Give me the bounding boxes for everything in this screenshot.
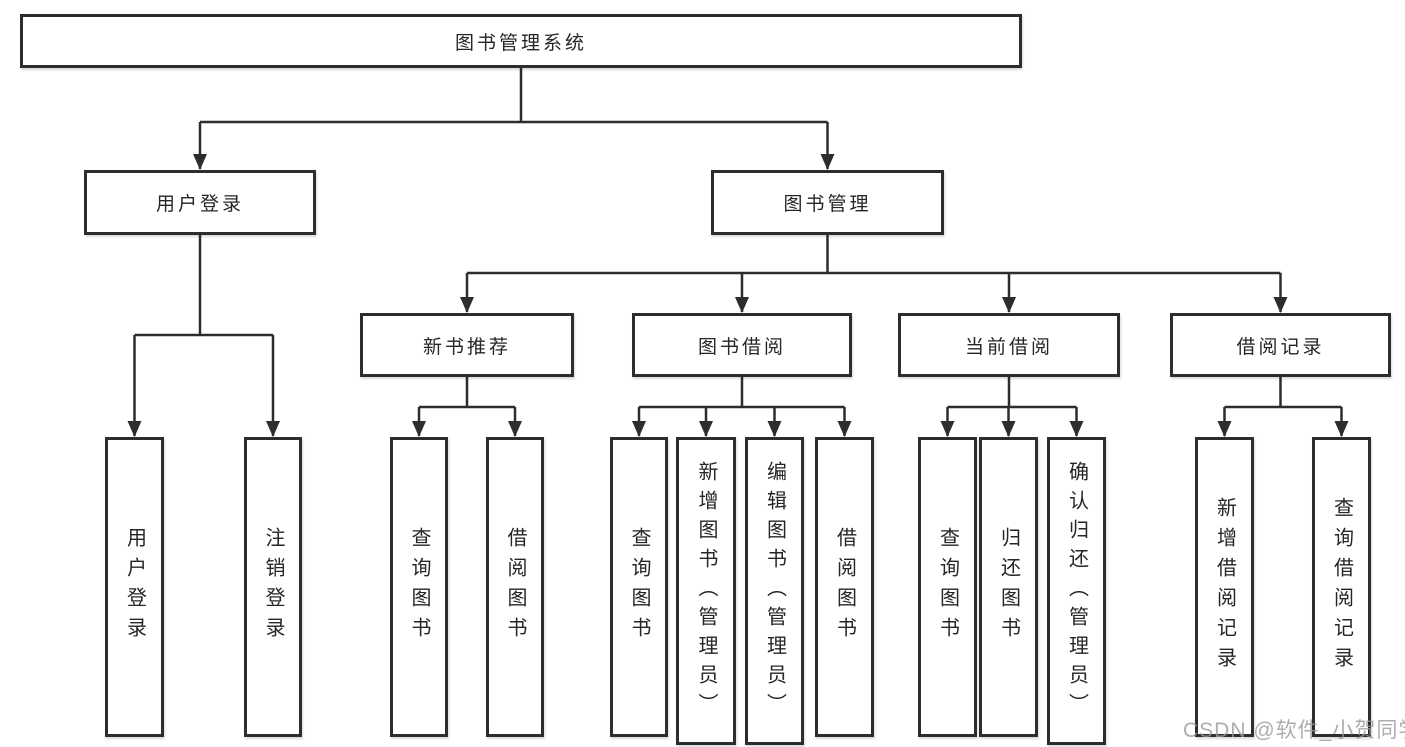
node-leaf-confirm-return-admin: 确认归还（管理员） xyxy=(1047,437,1106,745)
node-label: 新增图书（管理员） xyxy=(695,460,717,722)
node-leaf-query-books-recommend: 查询图书 xyxy=(390,437,448,737)
node-leaf-logout: 注销登录 xyxy=(244,437,302,737)
node-label: 用户登录 xyxy=(155,194,244,215)
node-leaf-return-books: 归还图书 xyxy=(979,437,1038,737)
node-label: 借阅记录 xyxy=(1236,336,1325,358)
node-label: 图书管理 xyxy=(783,194,872,215)
node-leaf-edit-book-admin: 编辑图书（管理员） xyxy=(745,437,804,745)
node-label: 图书管理系统 xyxy=(454,32,587,54)
node-label: 归还图书 xyxy=(997,527,1020,647)
node-book-management-module: 图书管理 xyxy=(711,170,944,235)
node-label: 注销登录 xyxy=(262,527,284,647)
node-new-book-recommendation: 新书推荐 xyxy=(360,313,574,377)
node-leaf-add-book-admin: 新增图书（管理员） xyxy=(676,437,736,745)
node-leaf-borrow-books-recommend: 借阅图书 xyxy=(486,437,544,737)
node-label: 当前借阅 xyxy=(964,336,1053,358)
node-label: 新书推荐 xyxy=(422,336,511,358)
node-label: 查询借阅记录 xyxy=(1330,497,1353,677)
node-label: 新增借阅记录 xyxy=(1213,497,1236,677)
node-current-borrowing: 当前借阅 xyxy=(898,313,1120,377)
node-label: 借阅图书 xyxy=(833,527,856,647)
node-label: 查询图书 xyxy=(936,527,959,647)
node-leaf-borrow-books: 借阅图书 xyxy=(815,437,874,737)
node-leaf-query-books-borrowing: 查询图书 xyxy=(610,437,668,737)
node-leaf-user-login: 用户登录 xyxy=(105,437,164,737)
node-leaf-add-borrow-record: 新增借阅记录 xyxy=(1195,437,1254,737)
node-label: 确认归还（管理员） xyxy=(1065,460,1088,722)
node-leaf-query-books-current: 查询图书 xyxy=(918,437,977,737)
node-book-borrowing: 图书借阅 xyxy=(632,313,852,377)
node-borrowing-records: 借阅记录 xyxy=(1170,313,1391,377)
node-leaf-query-borrow-record: 查询借阅记录 xyxy=(1312,437,1371,737)
node-label: 借阅图书 xyxy=(504,527,526,647)
node-user-login-module: 用户登录 xyxy=(84,170,316,235)
node-label: 用户登录 xyxy=(123,527,146,647)
node-label: 查询图书 xyxy=(408,527,430,647)
node-library-management-system: 图书管理系统 xyxy=(20,14,1022,68)
csdn-watermark: CSDN @软件_小贺同学 xyxy=(1183,719,1405,742)
node-label: 图书借阅 xyxy=(697,336,786,358)
node-label: 编辑图书（管理员） xyxy=(763,460,786,722)
node-label: 查询图书 xyxy=(628,527,650,647)
